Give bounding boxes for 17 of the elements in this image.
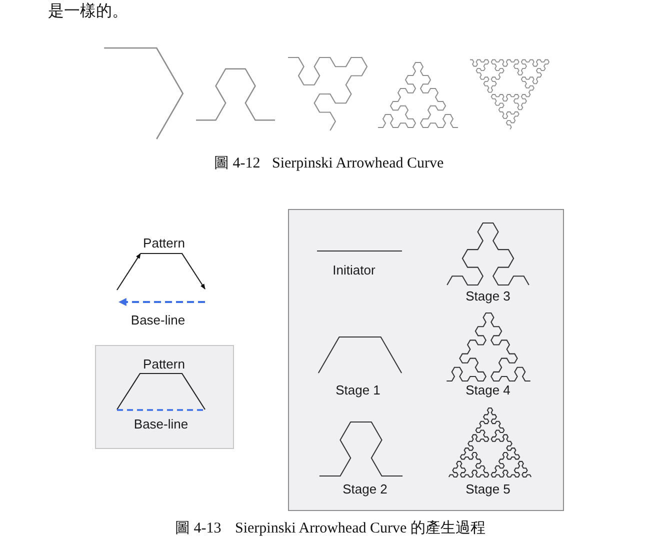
stage-label: Stage 3 (466, 290, 510, 302)
body-text: 是一樣的。 (48, 4, 128, 20)
stage-label: Stage 4 (466, 384, 510, 396)
pattern-label: Pattern (143, 358, 185, 370)
stage-label: Stage 5 (466, 482, 510, 496)
baseline-label: Base-line (130, 314, 186, 326)
stage-label: Stage 2 (342, 482, 388, 496)
initiator-label: Initiator (332, 264, 376, 276)
stage-label: Stage 1 (336, 384, 380, 396)
figure-number: 圖 4-12 (214, 156, 260, 172)
stages-panel (288, 209, 564, 511)
figure-number: 圖 4-13 (175, 522, 222, 536)
pattern-panel (95, 345, 234, 449)
figure-caption: Sierpinski Arrowhead Curve 的產生過程 (235, 522, 486, 536)
baseline-label: Base-line (134, 418, 188, 430)
pattern-label: Pattern (143, 236, 185, 250)
figure-caption: Sierpinski Arrowhead Curve (272, 156, 444, 172)
